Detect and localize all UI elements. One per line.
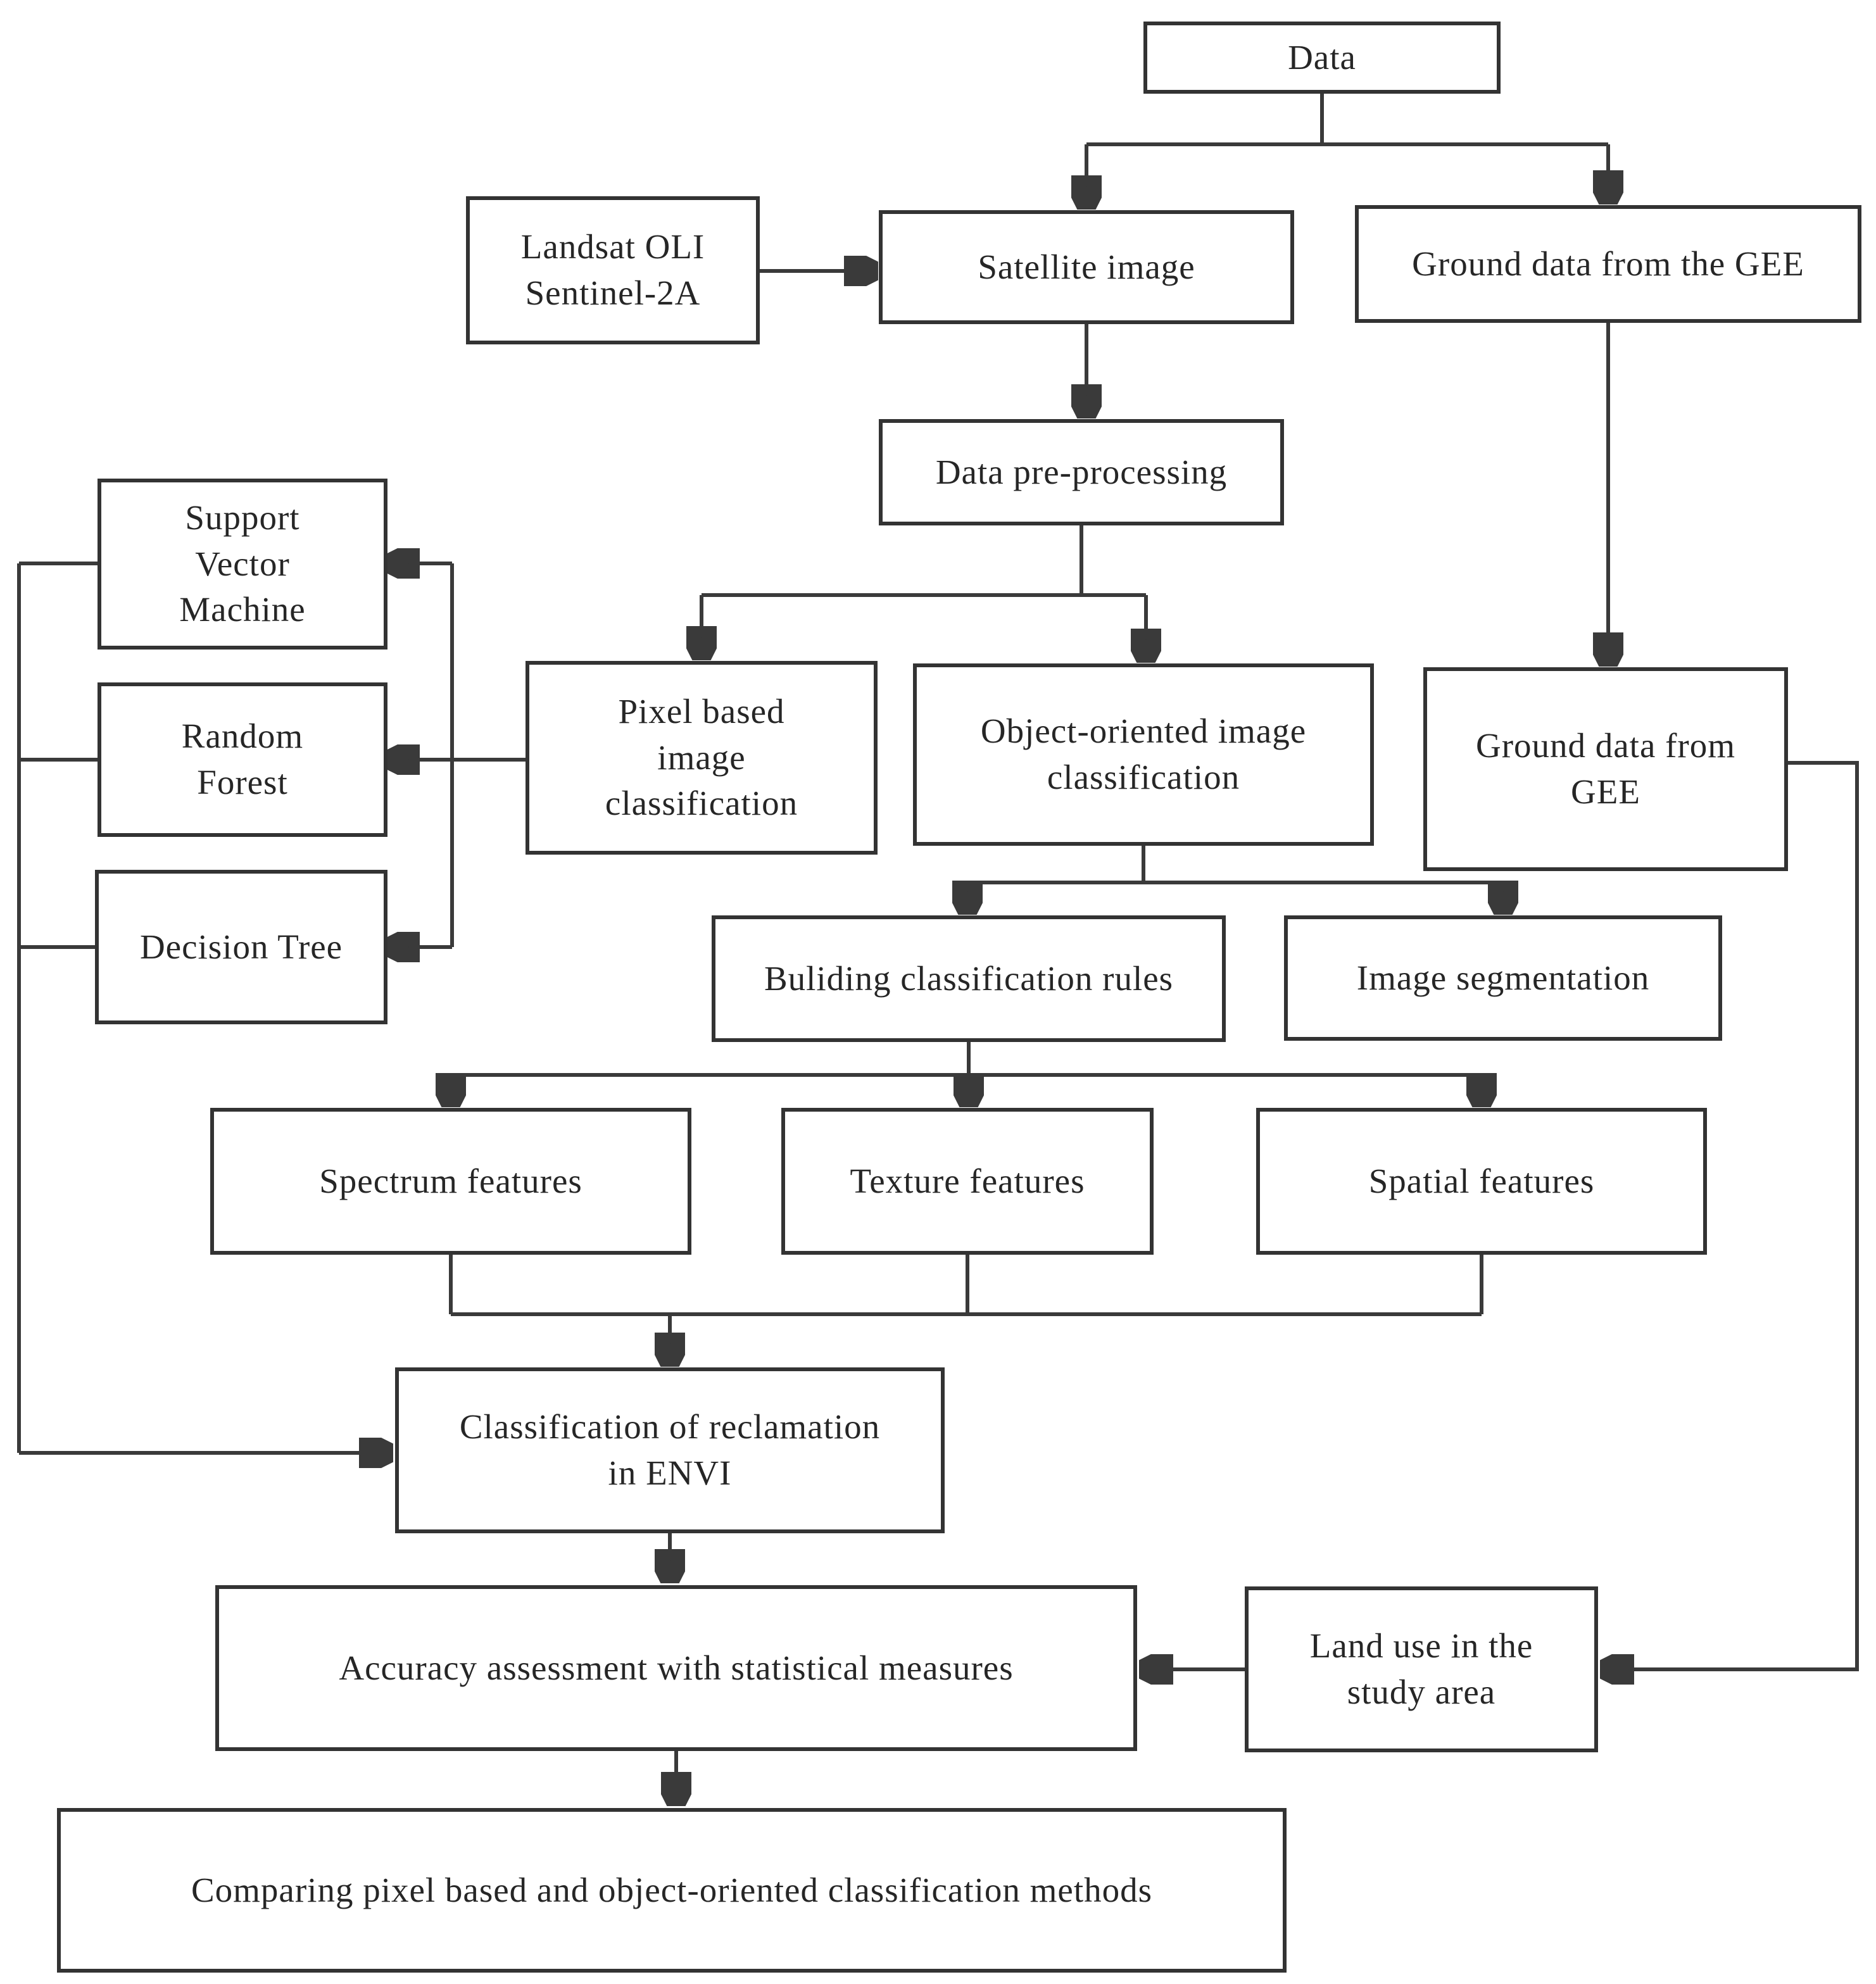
node-support-vector-machine-label: Support Vector Machine bbox=[179, 498, 306, 629]
node-ground-data-gee-mid-label: Ground data from GEE bbox=[1475, 726, 1736, 811]
node-satellite-image: Satellite image bbox=[879, 210, 1294, 324]
node-data-label: Data bbox=[1288, 37, 1356, 77]
node-accuracy-assessment-label: Accuracy assessment with statistical mea… bbox=[339, 1648, 1014, 1687]
node-satellite-image-label: Satellite image bbox=[978, 247, 1195, 286]
node-object-oriented-classification: Object-oriented image classification bbox=[913, 663, 1374, 846]
node-spectrum-features-label: Spectrum features bbox=[319, 1161, 582, 1200]
node-ground-data-gee-mid: Ground data from GEE bbox=[1423, 667, 1788, 871]
node-landsat-sentinel-label: Landsat OLI Sentinel-2A bbox=[520, 227, 705, 312]
edge-ground-mid-landuse bbox=[1602, 761, 1859, 1669]
node-spectrum-features: Spectrum features bbox=[210, 1108, 691, 1255]
node-land-use-study-area: Land use in the study area bbox=[1245, 1586, 1598, 1752]
node-data: Data bbox=[1143, 22, 1501, 94]
node-random-forest-label: Random Forest bbox=[181, 717, 304, 801]
node-envi-classification-label: Classification of reclamation in ENVI bbox=[459, 1407, 881, 1492]
node-image-segmentation: Image segmentation bbox=[1284, 915, 1722, 1041]
node-data-preprocessing-label: Data pre-processing bbox=[935, 452, 1228, 491]
node-ground-data-gee-top: Ground data from the GEE bbox=[1355, 205, 1861, 323]
node-support-vector-machine: Support Vector Machine bbox=[98, 479, 387, 650]
node-decision-tree-label: Decision Tree bbox=[139, 927, 343, 966]
node-accuracy-assessment: Accuracy assessment with statistical mea… bbox=[215, 1585, 1137, 1751]
node-comparing-methods: Comparing pixel based and object-oriente… bbox=[57, 1808, 1287, 1973]
node-building-classification-rules-label: Buliding classification rules bbox=[764, 958, 1174, 998]
node-envi-classification: Classification of reclamation in ENVI bbox=[395, 1367, 945, 1533]
node-comparing-methods-label: Comparing pixel based and object-oriente… bbox=[191, 1870, 1153, 1909]
node-texture-features-label: Texture features bbox=[850, 1161, 1085, 1200]
node-pixel-based-classification: Pixel based image classification bbox=[526, 661, 878, 855]
node-ground-data-gee-top-label: Ground data from the GEE bbox=[1412, 244, 1804, 283]
node-decision-tree: Decision Tree bbox=[95, 870, 387, 1024]
node-building-classification-rules: Buliding classification rules bbox=[712, 915, 1226, 1042]
node-image-segmentation-label: Image segmentation bbox=[1356, 958, 1650, 997]
node-spatial-features-label: Spatial features bbox=[1368, 1161, 1595, 1200]
node-landsat-sentinel: Landsat OLI Sentinel-2A bbox=[466, 196, 760, 344]
node-spatial-features: Spatial features bbox=[1256, 1108, 1707, 1255]
node-data-preprocessing: Data pre-processing bbox=[879, 419, 1284, 525]
node-object-oriented-classification-label: Object-oriented image classification bbox=[980, 712, 1307, 796]
node-land-use-study-area-label: Land use in the study area bbox=[1309, 1626, 1533, 1711]
node-random-forest: Random Forest bbox=[98, 682, 387, 837]
node-texture-features: Texture features bbox=[781, 1108, 1154, 1255]
node-pixel-based-classification-label: Pixel based image classification bbox=[605, 692, 798, 823]
